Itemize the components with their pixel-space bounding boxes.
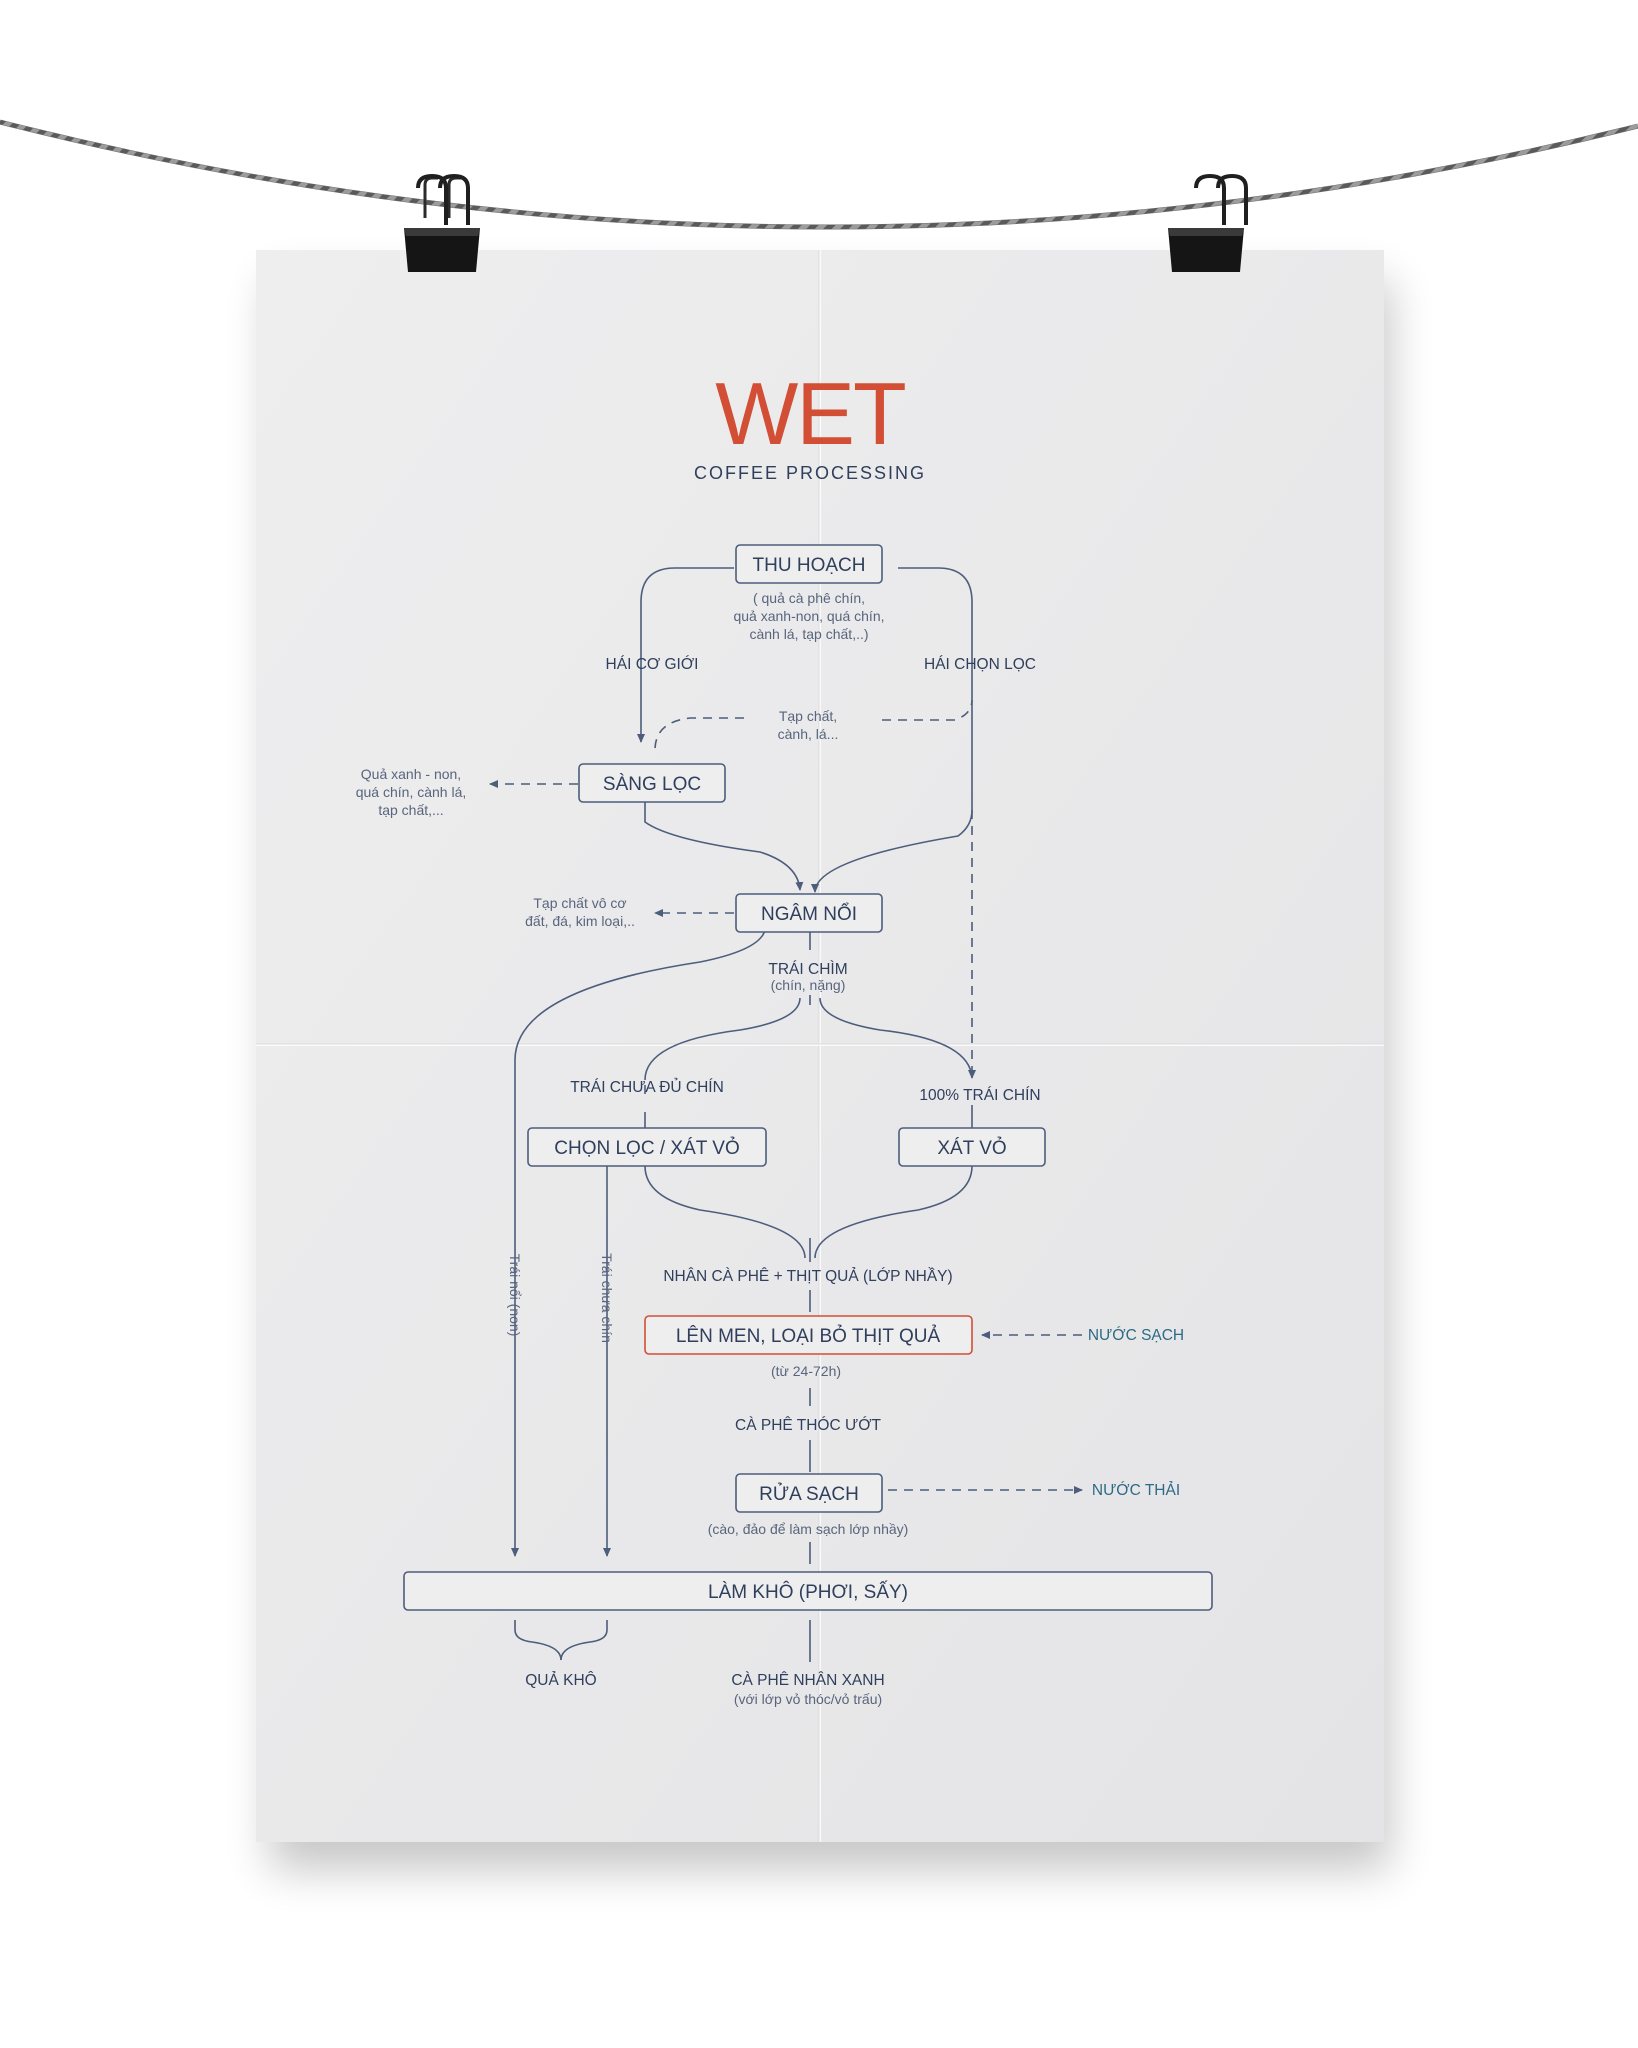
node-sieve: SÀNG LỌC bbox=[578, 763, 726, 803]
harvest-note-line-2: quả xanh-non, quá chín, bbox=[733, 608, 884, 624]
label-floaters: Trái nổi (non) bbox=[507, 1254, 523, 1337]
node-harvest: THU HOẠCH bbox=[735, 544, 883, 584]
node-dry: LÀM KHÔ (PHƠI, SẤY) bbox=[403, 1571, 1213, 1611]
sieve-out-line-2: quá chín, cành lá, bbox=[356, 784, 467, 800]
svg-text:CHỌN LỌC / XÁT VỎ: CHỌN LỌC / XÁT VỎ bbox=[554, 1137, 739, 1159]
label-unripe-reject: Trái chưa chín bbox=[599, 1253, 615, 1343]
svg-text:LÊN MEN, LOẠI BỎ THỊT QUẢ: LÊN MEN, LOẠI BỎ THỊT QUẢ bbox=[676, 1325, 941, 1347]
label-ripe: 100% TRÁI CHÍN bbox=[919, 1087, 1040, 1104]
binder-clip-left-icon bbox=[404, 173, 480, 272]
label-sunken: TRÁI CHÌM bbox=[768, 961, 847, 978]
svg-text:RỬA SẠCH: RỬA SẠCH bbox=[759, 1483, 859, 1505]
page-title: WET bbox=[715, 364, 905, 463]
svg-text:THU HOẠCH: THU HOẠCH bbox=[753, 555, 866, 576]
impurities-note-line-1: Tạp chất, bbox=[779, 708, 837, 724]
label-mechanical-pick: HÁI CƠ GIỚI bbox=[606, 656, 699, 673]
label-green-bean: CÀ PHÊ NHÂN XANH bbox=[731, 1672, 884, 1689]
impurities-note-line-2: cành, lá... bbox=[778, 726, 839, 742]
node-select-pulp: CHỌN LỌC / XÁT VỎ bbox=[527, 1127, 767, 1167]
flow-connectors bbox=[489, 567, 1083, 1662]
sieve-out-line-3: tạp chất,... bbox=[378, 802, 443, 818]
label-selective-pick: HÁI CHỌN LỌC bbox=[924, 656, 1036, 673]
node-ferment: LÊN MEN, LOẠI BỎ THỊT QUẢ bbox=[644, 1315, 973, 1355]
label-beans-pulp: NHÂN CÀ PHÊ + THỊT QUẢ (LỚP NHẦY) bbox=[663, 1268, 952, 1285]
label-green-bean-note: (với lớp vỏ thóc/vỏ trấu) bbox=[734, 1691, 882, 1707]
label-sunken-note: (chín, nặng) bbox=[771, 977, 846, 993]
page-subtitle: COFFEE PROCESSING bbox=[694, 463, 926, 483]
svg-text:SÀNG LỌC: SÀNG LỌC bbox=[603, 774, 701, 795]
soak-out-line-2: đất, đá, kim loại,.. bbox=[525, 913, 635, 929]
node-pulp: XÁT VỎ bbox=[898, 1127, 1046, 1167]
rope-texture bbox=[0, 120, 1638, 229]
label-wet-parchment: CÀ PHÊ THÓC ƯỚT bbox=[735, 1417, 881, 1434]
svg-text:LÀM KHÔ (PHƠI, SẤY): LÀM KHÔ (PHƠI, SẤY) bbox=[708, 1581, 908, 1603]
harvest-note-line-1: ( quả cà phê chín, bbox=[753, 590, 865, 606]
label-dried-cherry: QUẢ KHÔ bbox=[525, 1672, 596, 1689]
harvest-note-line-3: cành lá, tạp chất,..) bbox=[749, 626, 868, 642]
label-waste-water: NƯỚC THẢI bbox=[1092, 1482, 1180, 1499]
label-wash-note: (cào, đảo để làm sạch lớp nhầy) bbox=[708, 1521, 909, 1537]
sieve-out-line-1: Quả xanh - non, bbox=[361, 766, 461, 782]
soak-out-line-1: Tạp chất vô cơ bbox=[533, 895, 626, 911]
svg-text:NGÂM NỔI: NGÂM NỔI bbox=[761, 903, 857, 925]
node-soak: NGÂM NỔI bbox=[735, 893, 883, 933]
label-clean-water: NƯỚC SẠCH bbox=[1088, 1327, 1184, 1344]
label-unripe: TRÁI CHƯA ĐỦ CHÍN bbox=[570, 1078, 724, 1096]
svg-text:XÁT VỎ: XÁT VỎ bbox=[937, 1137, 1006, 1159]
binder-clip-right-icon bbox=[1168, 173, 1248, 272]
label-ferment-time: (từ 24-72h) bbox=[771, 1363, 841, 1379]
node-wash: RỬA SẠCH bbox=[735, 1473, 883, 1513]
